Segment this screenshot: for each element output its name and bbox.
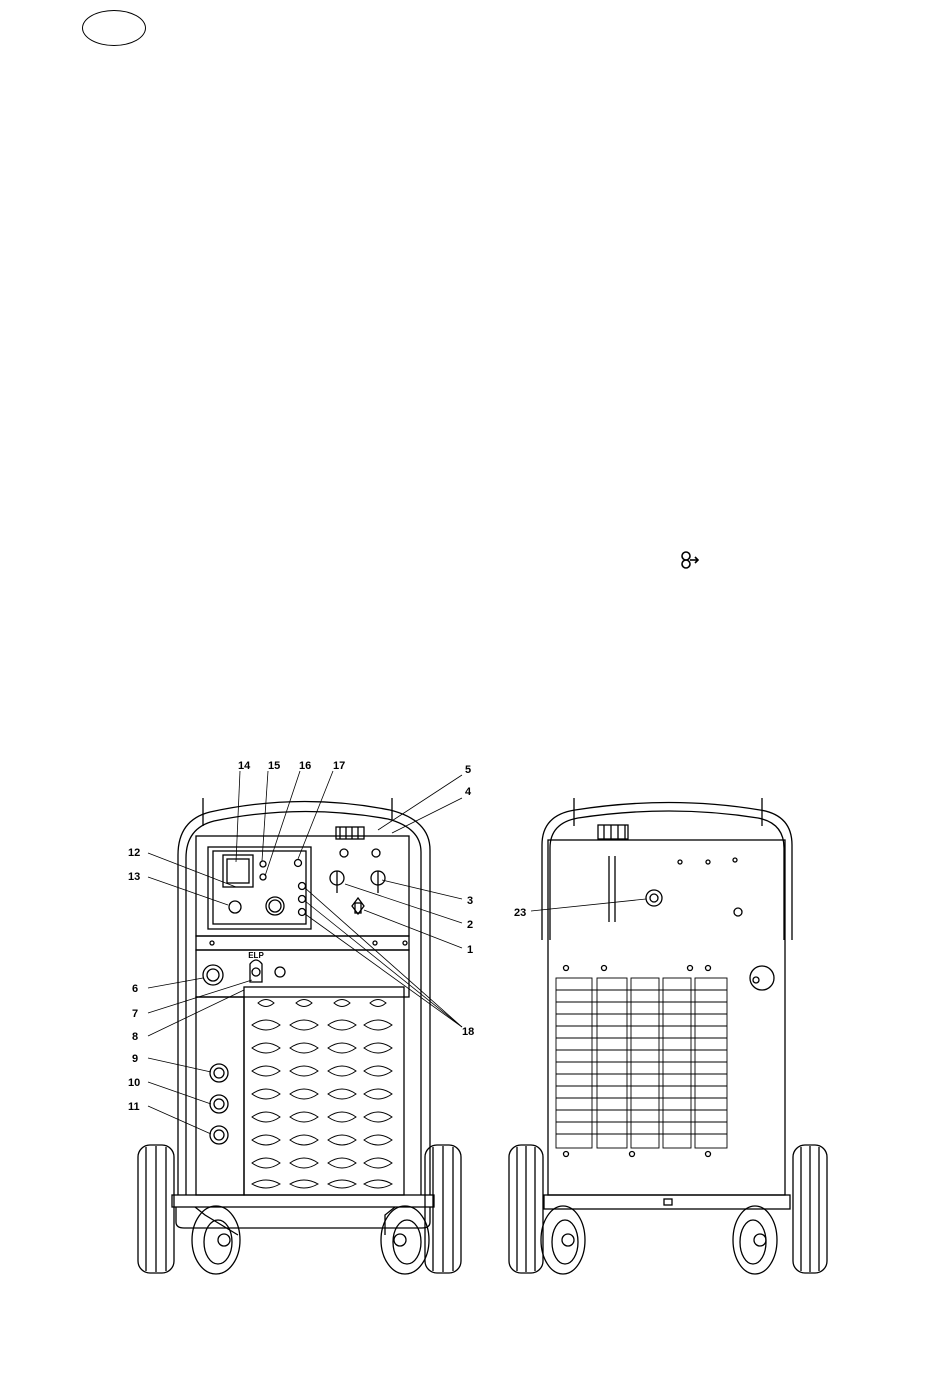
callout-8: 8: [132, 1031, 138, 1043]
elp-logo: ELP: [248, 951, 264, 960]
callout-1: 1: [467, 944, 473, 956]
callout-14: 14: [238, 760, 251, 772]
front-leader-lines: [148, 771, 462, 1134]
callout-3: 3: [467, 895, 473, 907]
callout-11: 11: [128, 1101, 140, 1113]
fan-arrow-icon: [682, 552, 698, 568]
callout-10: 10: [128, 1077, 140, 1089]
callout-18: 18: [462, 1026, 474, 1038]
callout-4: 4: [465, 786, 472, 798]
callout-23: 23: [514, 907, 526, 919]
callout-5: 5: [465, 764, 471, 776]
rear-vent-grille: [556, 978, 727, 1148]
front-vent-pattern: [252, 1000, 392, 1189]
callout-7: 7: [132, 1008, 138, 1020]
callout-15: 15: [268, 760, 280, 772]
callout-9: 9: [132, 1053, 138, 1065]
callout-12: 12: [128, 847, 140, 859]
callout-2: 2: [467, 919, 473, 931]
callout-6: 6: [132, 983, 138, 995]
rear-view: [509, 798, 827, 1274]
callout-16: 16: [299, 760, 311, 772]
callout-17: 17: [333, 760, 345, 772]
front-view: [138, 798, 461, 1274]
callout-13: 13: [128, 871, 140, 883]
